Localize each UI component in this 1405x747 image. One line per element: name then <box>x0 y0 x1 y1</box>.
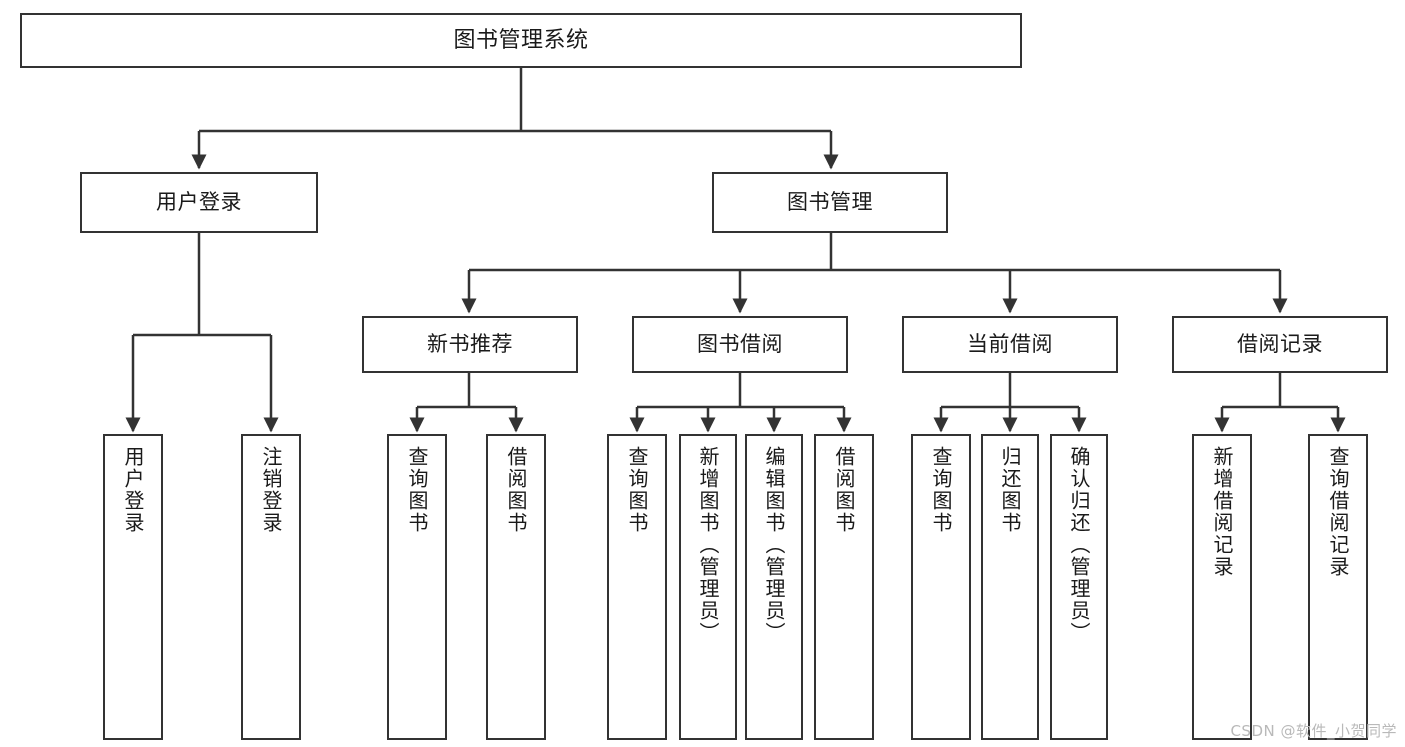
node-borrow-record[interactable]: 借阅记录 <box>1172 316 1388 373</box>
leaf-query-book-current[interactable]: 查询图书 <box>911 434 971 740</box>
leaf-query-borrow-record-label: 查询借阅记录 <box>1326 446 1350 578</box>
node-root[interactable]: 图书管理系统 <box>20 13 1022 68</box>
node-current-borrow-label: 当前借阅 <box>967 332 1053 357</box>
node-user-login[interactable]: 用户登录 <box>80 172 318 233</box>
leaf-user-login[interactable]: 用户登录 <box>103 434 163 740</box>
leaf-query-book-recommend[interactable]: 查询图书 <box>387 434 447 740</box>
leaf-query-book-borrow-label: 查询图书 <box>625 446 649 534</box>
leaf-borrow-book-borrow-label: 借阅图书 <box>832 446 856 534</box>
leaf-borrow-book-recommend[interactable]: 借阅图书 <box>486 434 546 740</box>
leaf-add-book-admin-label: 新增图书（管理员） <box>696 446 720 644</box>
leaf-confirm-return-admin[interactable]: 确认归还（管理员） <box>1050 434 1108 740</box>
leaf-query-borrow-record[interactable]: 查询借阅记录 <box>1308 434 1368 740</box>
node-book-manage-label: 图书管理 <box>787 190 873 215</box>
leaf-query-book-current-label: 查询图书 <box>929 446 953 534</box>
csdn-watermark: CSDN @软件_小贺同学 <box>1230 722 1397 740</box>
node-user-login-label: 用户登录 <box>156 190 242 215</box>
leaf-edit-book-admin-label: 编辑图书（管理员） <box>762 446 786 644</box>
leaf-add-book-admin[interactable]: 新增图书（管理员） <box>679 434 737 740</box>
node-new-book-recommend[interactable]: 新书推荐 <box>362 316 578 373</box>
node-current-borrow[interactable]: 当前借阅 <box>902 316 1118 373</box>
leaf-query-book-borrow[interactable]: 查询图书 <box>607 434 667 740</box>
leaf-user-login-label: 用户登录 <box>121 446 145 534</box>
node-book-manage[interactable]: 图书管理 <box>712 172 948 233</box>
leaf-borrow-book-recommend-label: 借阅图书 <box>504 446 528 534</box>
leaf-logout-login[interactable]: 注销登录 <box>241 434 301 740</box>
leaf-return-book-label: 归还图书 <box>998 446 1022 534</box>
leaf-query-book-recommend-label: 查询图书 <box>405 446 429 534</box>
node-new-book-recommend-label: 新书推荐 <box>427 332 513 357</box>
leaf-edit-book-admin[interactable]: 编辑图书（管理员） <box>745 434 803 740</box>
leaf-return-book[interactable]: 归还图书 <box>981 434 1039 740</box>
leaf-borrow-book-borrow[interactable]: 借阅图书 <box>814 434 874 740</box>
leaf-logout-login-label: 注销登录 <box>259 446 283 534</box>
leaf-add-borrow-record[interactable]: 新增借阅记录 <box>1192 434 1252 740</box>
node-book-borrow[interactable]: 图书借阅 <box>632 316 848 373</box>
node-root-label: 图书管理系统 <box>453 27 589 53</box>
leaf-confirm-return-admin-label: 确认归还（管理员） <box>1067 446 1091 644</box>
leaf-add-borrow-record-label: 新增借阅记录 <box>1210 446 1234 578</box>
node-book-borrow-label: 图书借阅 <box>697 332 783 357</box>
node-borrow-record-label: 借阅记录 <box>1237 332 1323 357</box>
